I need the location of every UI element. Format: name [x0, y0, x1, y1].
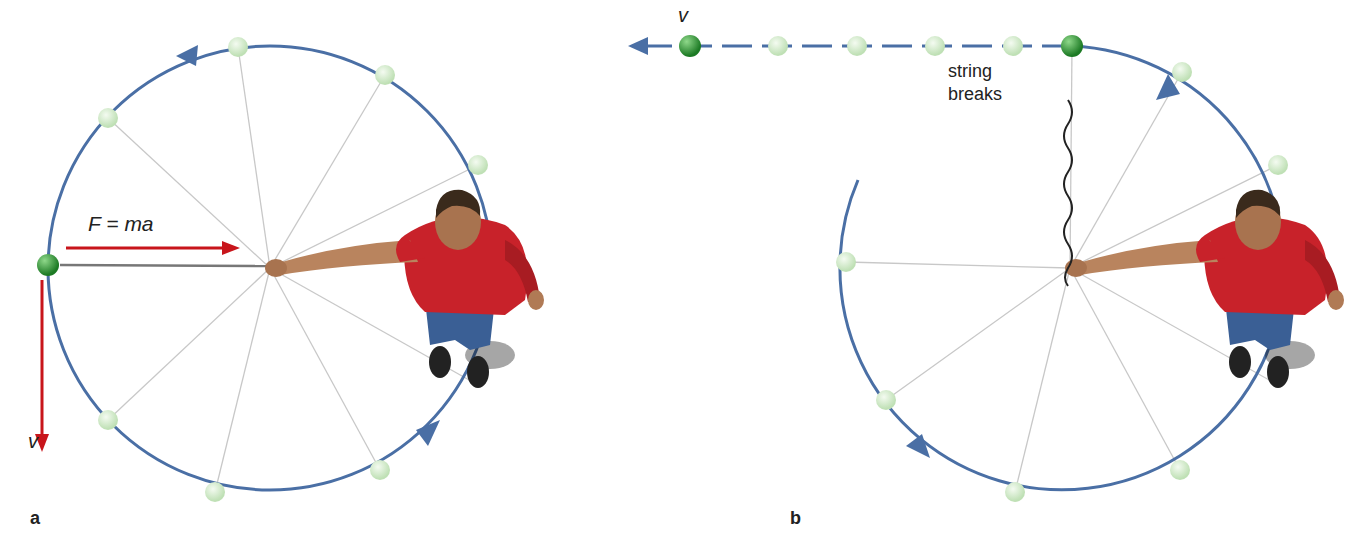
- panel-a: [35, 37, 544, 502]
- velocity-label: v: [28, 430, 38, 453]
- panel-letter: b: [790, 508, 801, 529]
- force-label: F = ma: [88, 212, 154, 236]
- panel-letter: a: [30, 508, 40, 529]
- panel-b: [628, 35, 1344, 502]
- velocity-label: v: [678, 4, 688, 27]
- string-breaks-note: string breaks: [948, 60, 1040, 105]
